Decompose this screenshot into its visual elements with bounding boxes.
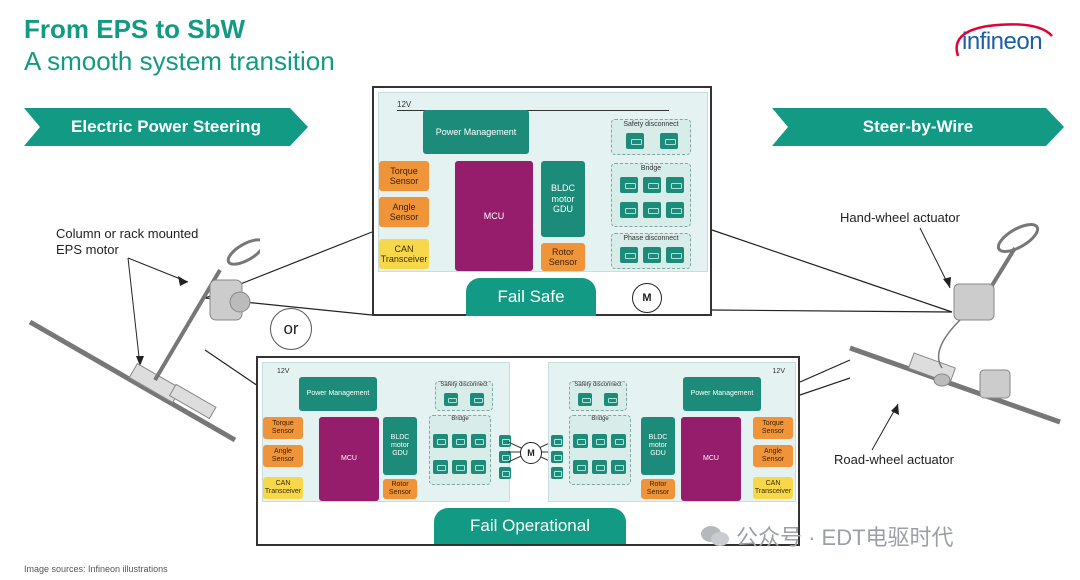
angle-sensor-block: Angle Sensor [263,445,303,467]
angle-sensor-block: Angle Sensor [379,197,429,227]
bridge-label: Bridge [640,165,662,172]
bridge-group: Bridge [569,415,631,485]
fail-op-right-panel: 12V Safety disconnect Bridge BLDC motor … [548,362,796,502]
voltage-label: 12V [397,100,412,109]
voltage-label: 12V [772,368,785,375]
chevron-eps: Electric Power Steering [24,108,308,146]
bridge-label: Bridge [451,416,469,422]
safety-disconnect-group: Safety disconnect [569,381,627,411]
eps-motor-label: Column or rack mounted EPS motor [56,226,199,257]
gdu-block: BLDC motor GDU [383,417,417,475]
safety-disconnect-label: Safety disconnect [623,121,679,128]
mcu-block: MCU [455,161,533,271]
fail-operational-callout: 12V Power Management Torque Sensor Angle… [256,356,800,546]
bridge-group: Bridge [429,415,491,485]
fail-safe-panel: 12V Power Management Torque Sensor Angle… [378,92,708,272]
mcu-block: MCU [319,417,379,501]
chevron-sbw-label: Steer-by-Wire [862,117,974,136]
fail-safe-tab: Fail Safe [466,278,596,316]
chevron-eps-label: Electric Power Steering [71,117,261,136]
switch-icon [626,133,644,149]
logo-swoosh-icon [955,23,1053,57]
watermark: 公众号 · EDT电驱时代 [700,520,954,552]
hand-wheel-label: Hand-wheel actuator [840,210,960,225]
phase-disconnect-label: Phase disconnect [623,235,679,242]
logo-wordmark: infineon [962,28,1043,55]
eps-steering-illustration [28,238,260,443]
fail-op-left-panel: 12V Power Management Torque Sensor Angle… [262,362,511,502]
power-management-block: Power Management [423,110,529,154]
bridge-group: Bridge [611,163,691,227]
page-subtitle: A smooth system transition [24,46,335,76]
infineon-logo: infineon [948,20,1058,60]
voltage-label: 12V [277,368,290,375]
rotor-sensor-block: Rotor Sensor [641,479,675,499]
mcu-block: MCU [681,417,741,501]
phase-disconnect-group: Phase disconnect [611,233,691,269]
motor-icon: M [520,442,542,464]
angle-sensor-block: Angle Sensor [753,445,793,467]
rotor-sensor-block: Rotor Sensor [383,479,417,499]
fail-operational-tab: Fail Operational [434,508,626,544]
power-management-block: Power Management [683,377,761,411]
wechat-icon [701,526,729,546]
page-title: From EPS to SbW [24,14,245,44]
can-transceiver-block: CAN Transceiver [263,477,303,499]
image-source-note: Image sources: Infineon illustrations [24,564,168,574]
rotor-sensor-block: Rotor Sensor [541,243,585,271]
safety-disconnect-group: Safety disconnect [611,119,691,155]
chevron-sbw: Steer-by-Wire [772,108,1064,146]
switch-icon [660,133,678,149]
can-transceiver-block: CAN Transceiver [753,477,793,499]
bridge-label: Bridge [591,416,609,422]
can-transceiver-block: CAN Transceiver [379,239,429,269]
sbw-steering-illustration [849,223,1061,425]
safety-disconnect-label: Safety disconnect [574,382,622,388]
torque-sensor-block: Torque Sensor [263,417,303,439]
watermark-text: 公众号 · EDT电驱时代 [736,525,954,550]
safety-disconnect-group: Safety disconnect [435,381,493,411]
torque-sensor-block: Torque Sensor [753,417,793,439]
gdu-block: BLDC motor GDU [541,161,585,237]
fail-safe-callout: 12V Power Management Torque Sensor Angle… [372,86,712,316]
torque-sensor-block: Torque Sensor [379,161,429,191]
power-management-block: Power Management [299,377,377,411]
or-badge: or [270,308,312,350]
motor-icon: M [632,283,662,313]
road-wheel-label: Road-wheel actuator [834,452,954,467]
gdu-block: BLDC motor GDU [641,417,675,475]
safety-disconnect-label: Safety disconnect [440,382,488,388]
